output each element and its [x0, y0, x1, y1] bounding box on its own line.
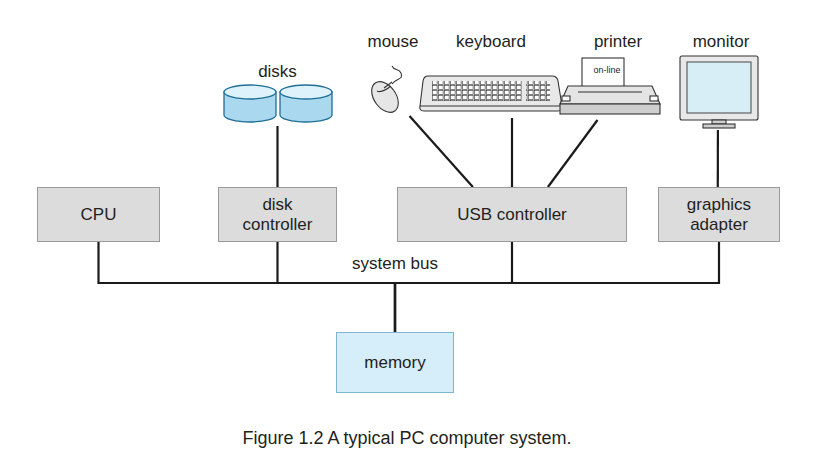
controller-box: USB controller — [397, 187, 627, 242]
controller-box: CPU — [37, 187, 160, 242]
box-label: CPU — [81, 205, 117, 225]
memory-box: memory — [336, 332, 454, 393]
device-cable — [511, 118, 513, 187]
controller-box: graphics adapter — [658, 187, 780, 242]
device-label: disks — [213, 60, 342, 83]
figure-caption: Figure 1.2 A typical PC computer system. — [0, 427, 814, 449]
printer-icon — [560, 58, 660, 114]
bus-label-holder: system bus — [335, 254, 455, 274]
controller-box: disk controller — [218, 187, 337, 242]
caption-holder: Figure 1.2 A typical PC computer system. — [0, 427, 814, 449]
device-label: monitor — [670, 30, 772, 53]
box-label: disk controller — [230, 195, 326, 235]
disk-device: disks — [213, 60, 342, 126]
monitor-icon — [680, 56, 758, 128]
box-label: USB controller — [457, 205, 567, 225]
keyboard-device: keyboard — [416, 30, 566, 118]
disk-drum — [224, 85, 332, 122]
indicator-label: on-line — [581, 64, 633, 76]
bus-label: system bus — [349, 254, 441, 274]
device-label: printer — [554, 30, 682, 53]
box-label: graphics adapter — [673, 195, 765, 235]
device-label: mouse — [360, 30, 426, 53]
monitor-device: monitor — [670, 30, 772, 130]
device-cable — [717, 130, 719, 187]
box-label: memory — [364, 353, 425, 373]
keyboard-icon — [420, 76, 562, 111]
device-cable — [548, 120, 598, 187]
printer-device: printer on-line — [554, 30, 682, 120]
device-cable — [276, 126, 278, 187]
device-cable — [410, 116, 473, 187]
system-bus-line — [395, 242, 719, 332]
mouse-device: mouse — [360, 30, 426, 116]
indicator-holder: on-line — [581, 64, 633, 76]
mouse-icon — [366, 66, 404, 117]
device-label: keyboard — [416, 30, 566, 53]
